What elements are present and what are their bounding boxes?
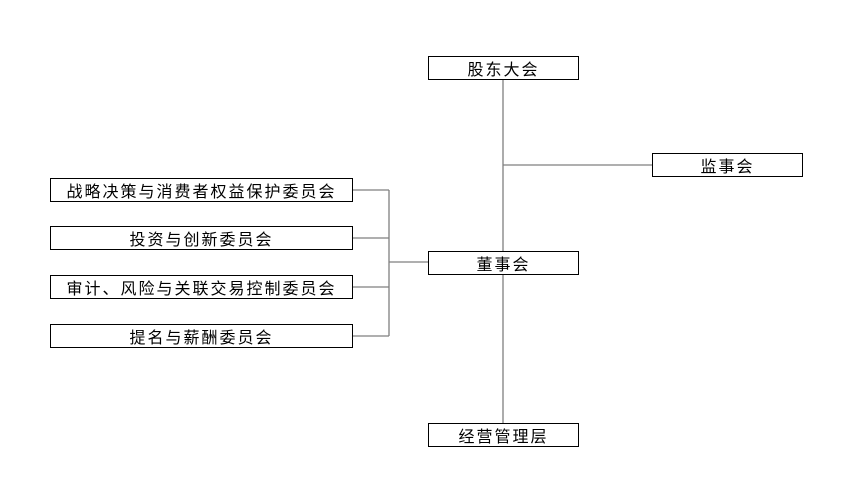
board-of-directors-label: 董事会 [476,255,531,274]
audit-risk-committee-label: 审计、风险与关联交易控制委员会 [66,279,337,298]
board-of-directors-box: 董事会 [428,251,579,275]
strategy-committee-label: 战略决策与消费者权益保护委员会 [66,182,337,201]
investment-committee-box: 投资与创新委员会 [50,226,353,250]
strategy-committee-box: 战略决策与消费者权益保护委员会 [50,178,353,202]
board-of-supervisors-box: 监事会 [652,153,803,177]
management-label: 经营管理层 [458,427,549,446]
shareholders-meeting-box: 股东大会 [428,56,579,80]
audit-risk-committee-box: 审计、风险与关联交易控制委员会 [50,275,353,299]
investment-committee-label: 投资与创新委员会 [129,230,274,249]
nomination-committee-box: 提名与薪酬委员会 [50,324,353,348]
shareholders-meeting-label: 股东大会 [467,60,540,79]
nomination-committee-label: 提名与薪酬委员会 [129,328,274,347]
board-of-supervisors-label: 监事会 [700,157,755,176]
management-box: 经营管理层 [428,423,579,447]
